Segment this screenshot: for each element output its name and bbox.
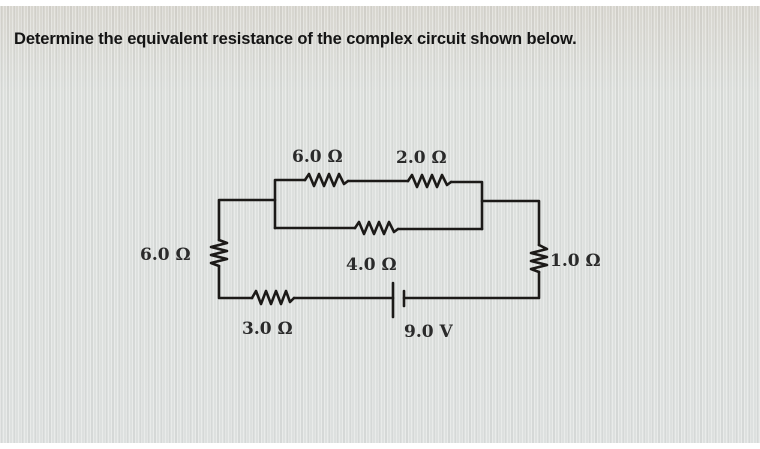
resistor-middle-4ohm <box>353 220 400 236</box>
resistor-right-1ohm <box>529 243 549 274</box>
wire-parallel-left <box>273 178 307 230</box>
wire-bottom-right <box>402 270 541 300</box>
question-text: Determine the equivalent resistance of t… <box>14 30 577 48</box>
resistor-top-6ohm <box>303 172 350 188</box>
wire-left-bottom <box>217 264 254 300</box>
label-r-right: 1.0 Ω <box>550 251 601 271</box>
wire-right-top <box>480 199 541 247</box>
resistor-left-6ohm <box>209 238 229 268</box>
label-r-middle: 4.0 Ω <box>346 255 397 275</box>
label-r-left: 6.0 Ω <box>140 245 191 265</box>
wire-parallel-top-right <box>449 180 484 231</box>
label-battery: 9.0 V <box>404 322 453 342</box>
resistor-top-2ohm <box>406 173 453 189</box>
label-r-top-right: 2.0 Ω <box>396 148 447 168</box>
wire-left-top <box>217 198 277 242</box>
label-r-bottom: 3.0 Ω <box>242 319 293 339</box>
resistor-bottom-3ohm <box>250 289 296 306</box>
label-r-top-left: 6.0 Ω <box>292 147 343 167</box>
